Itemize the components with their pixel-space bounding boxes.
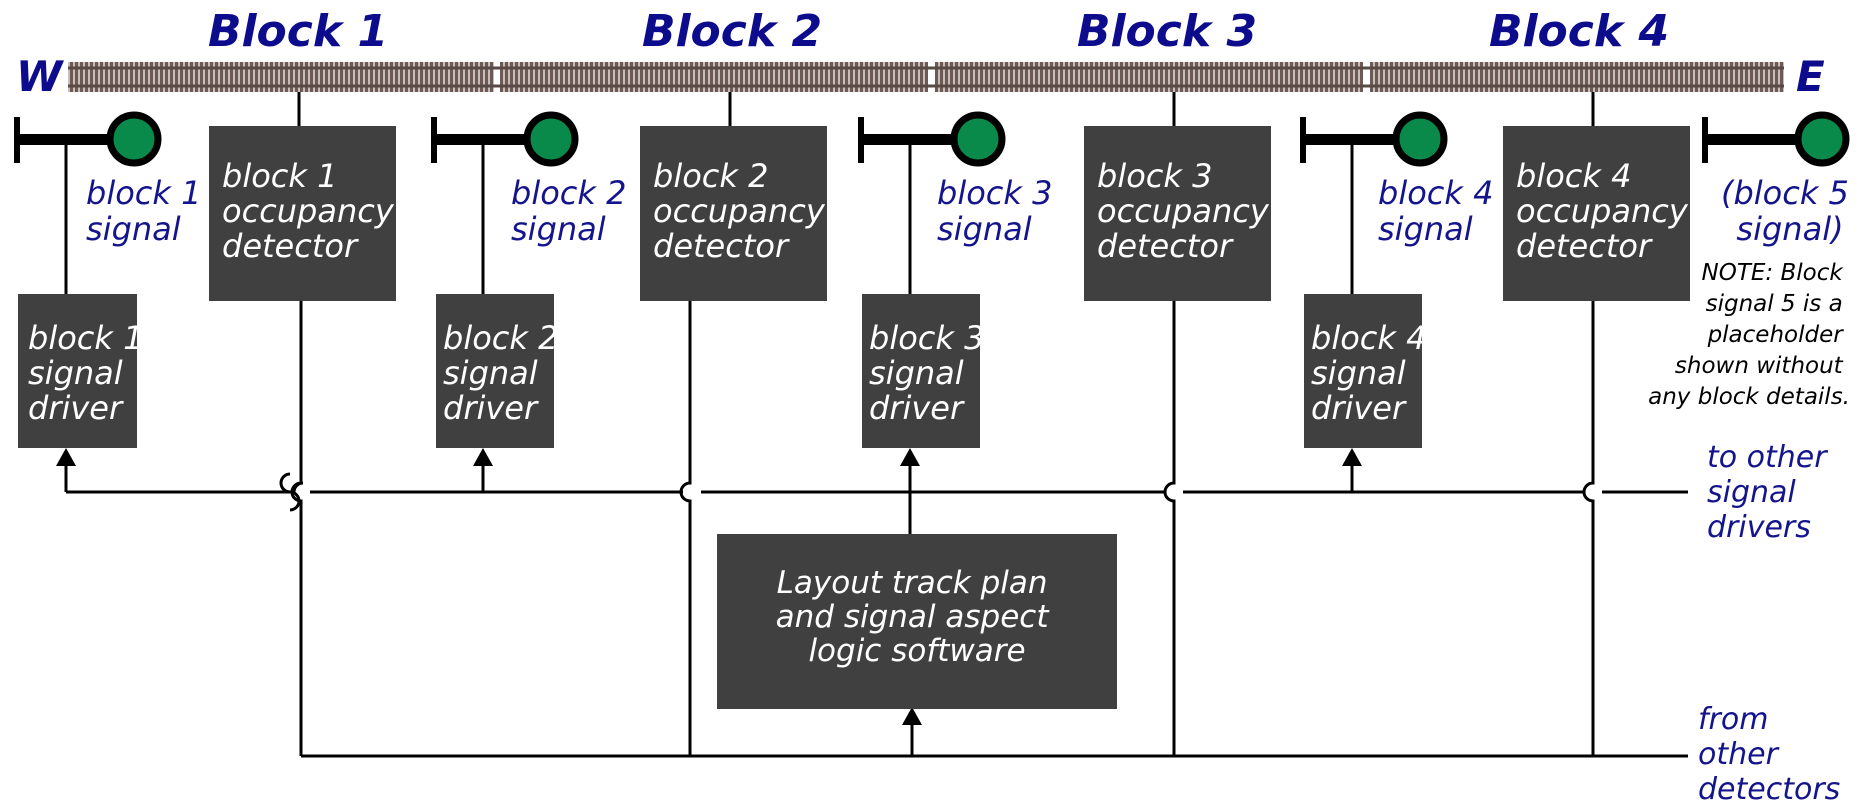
block-3-title: Block 3	[1077, 6, 1257, 57]
svg-text:block 1 signal dri: block 1 signal driver	[28, 319, 154, 427]
signal-2-green-light	[523, 111, 579, 167]
signal-1-green-light	[106, 111, 162, 167]
from-other-detectors-label: from other detectors	[1698, 702, 1840, 802]
signal-4	[1300, 111, 1448, 167]
svg-text:block 3 signal dri: block 3 signal driver	[869, 319, 995, 427]
block-2-occupancy-detector: block 2 occupancy detector	[640, 126, 835, 301]
block-1-signal-driver: block 1 signal driver	[18, 294, 154, 448]
svg-text:block 3 occupancy: block 3 occupancy detector	[1097, 157, 1279, 265]
svg-text:block 2 signal dri: block 2 signal driver	[443, 319, 569, 427]
block-5-signal-label: (block 5 signal)	[1721, 174, 1859, 248]
block-4-signal-driver: block 4 signal driver	[1304, 294, 1437, 448]
block-4-signal-label: block 4 signal	[1378, 174, 1504, 248]
block-2-signal-driver: block 2 signal driver	[436, 294, 569, 448]
block-3-signal-label: block 3 signal	[937, 174, 1063, 248]
signal-2	[431, 111, 579, 167]
block-1-signal-label: block 1 signal	[86, 174, 212, 248]
signal-3	[858, 111, 1006, 167]
block-3-occupancy-detector: block 3 occupancy detector	[1084, 126, 1279, 301]
svg-text:Layout track plan and si: Layout track plan and signal aspect logi…	[776, 565, 1059, 669]
track	[68, 62, 1784, 92]
east-label: E	[1796, 52, 1825, 101]
svg-text:block 1 occupancy: block 1 occupancy detector	[222, 157, 404, 265]
signal-4-green-light	[1392, 111, 1448, 167]
block-3-signal-driver: block 3 signal driver	[862, 294, 995, 448]
block-1-title: Block 1	[208, 6, 388, 57]
signal-5-green-light	[1794, 111, 1850, 167]
svg-text:block 2 occupancy: block 2 occupancy detector	[653, 157, 835, 265]
block-2-title: Block 2	[642, 6, 822, 57]
west-label: W	[16, 52, 65, 101]
layout-software-box: Layout track plan and signal aspect logi…	[717, 534, 1117, 709]
wiring	[56, 92, 1688, 758]
signal-5-note: NOTE: Block signal 5 is a placeholder sh…	[1648, 260, 1850, 410]
block-4-title: Block 4	[1489, 6, 1669, 57]
signal-5	[1702, 111, 1850, 167]
signal-1	[14, 111, 162, 167]
signal-3-green-light	[950, 111, 1006, 167]
to-other-signal-drivers-label: to other signal drivers	[1707, 440, 1836, 545]
svg-text:block 4 occupancy: block 4 occupancy detector	[1516, 157, 1698, 265]
block-4-occupancy-detector: block 4 occupancy detector	[1503, 126, 1698, 301]
svg-text:block 4 signal dri: block 4 signal driver	[1311, 319, 1437, 427]
block-2-signal-label: block 2 signal	[511, 174, 637, 248]
block-1-occupancy-detector: block 1 occupancy detector	[209, 126, 404, 301]
